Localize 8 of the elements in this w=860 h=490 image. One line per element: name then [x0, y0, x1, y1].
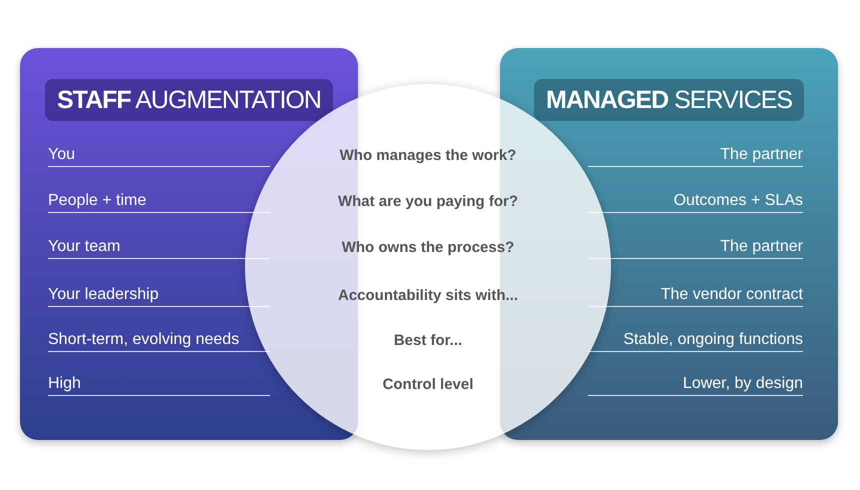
panel-heading: MANAGED SERVICES [534, 79, 804, 121]
question-text: Who owns the process? [340, 239, 516, 256]
question-text: Who manages the work? [338, 147, 518, 164]
question-text: Best for... [392, 332, 464, 349]
question-text: Control level [382, 376, 474, 393]
question-text: Accountability sits with... [336, 287, 520, 304]
question-text: What are you paying for? [336, 193, 519, 210]
panel-heading: STAFF AUGMENTATION [45, 79, 333, 121]
